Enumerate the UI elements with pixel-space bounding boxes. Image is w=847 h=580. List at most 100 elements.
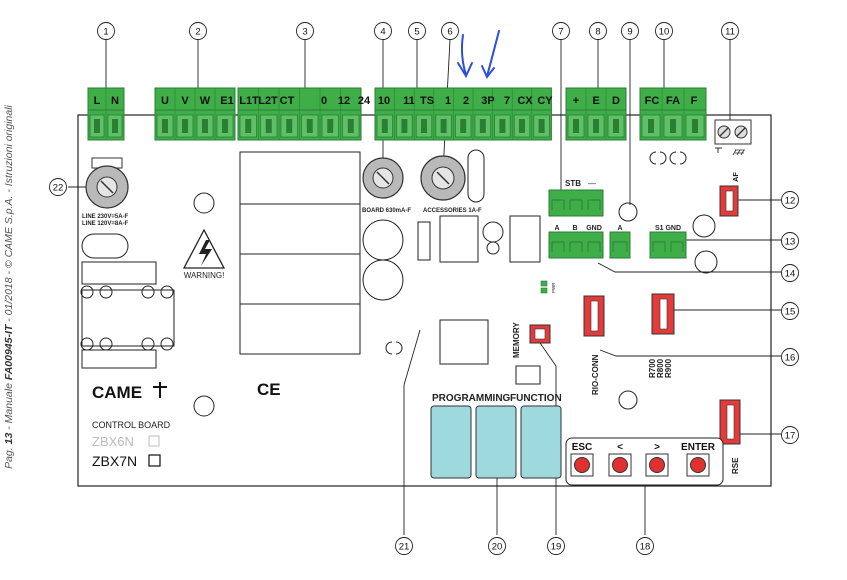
line-fuse-label-230: LINE 230V=5A-F [82,214,129,220]
callout-number: 22 [53,183,64,194]
callout-number: 8 [595,27,600,38]
connector-memory [529,324,551,344]
terminal-label: W [200,95,211,107]
af-label: AF [731,172,740,182]
callout-number: 7 [558,27,563,38]
side-caption: Pag. 13 - Manuale FA00945-IT - 01/2018 -… [0,0,18,580]
key-esc: ESC [570,442,594,477]
caption-manual: - Manuale [3,383,15,430]
model-zbx6n-checkbox [148,435,160,447]
callout-number: 10 [659,27,670,38]
callout-number: 19 [551,542,562,553]
callout-19: 19 [547,537,565,555]
key-left: < [608,442,632,477]
stb-label: STB [565,179,581,188]
r700-label: R700 [648,358,657,378]
terminal-label: CX [517,95,533,107]
callout-number: 20 [492,542,503,553]
terminal-label: 12 [338,95,350,107]
came-logo-icon [153,382,167,398]
callout-10: 10 [655,22,673,40]
terminal-label: CY [537,95,553,107]
rs485-label: GND [586,225,602,232]
terminal-label: + [573,95,579,107]
terminal-label: N [111,95,119,107]
key-left-label: < [617,442,623,453]
terminal-limit: FC FA F [639,87,707,141]
pen-arrows [457,30,500,79]
memory-label: MEMORY [512,322,521,358]
warning-label: WARNING! [184,271,225,280]
callout-14: 14 [781,264,799,282]
callout-6: 6 [441,22,459,40]
terminal-label: 11 [403,95,415,107]
callout-16: 16 [781,348,799,366]
callout-8: 8 [589,22,607,40]
callout-number: 11 [725,27,735,38]
callout-number: 1 [103,27,108,38]
terminal-label: FA [666,95,680,107]
rio-conn-label: RIO-CONN [591,354,600,395]
warning-triangle-icon [182,228,226,269]
connector-s1-a [609,231,631,259]
connector-radio [651,293,675,335]
rse-label: RSE [731,457,740,474]
accessories-fuse-label: ACCESSORIES 1A-F [423,208,482,214]
callout-number: 21 [399,542,410,553]
key-esc-label: ESC [572,442,593,453]
callout-number: 17 [785,431,796,442]
terminal-label: 3P [481,95,494,107]
fuse-accessories [420,155,466,201]
key-right-label: > [654,442,660,453]
callout-11: 11 [721,22,739,40]
terminal-label: 2 [463,95,469,107]
fuse-line [85,157,129,209]
connector-rse [719,399,741,445]
callout-21: 21 [395,537,413,555]
connector-af [719,185,739,217]
callout-3: 3 [296,22,314,40]
connector-s1 [649,231,687,259]
callout-number: 5 [414,27,419,38]
terminal-label: V [181,95,189,107]
callout-17: 17 [781,426,799,444]
callout-number: 3 [302,27,307,38]
pwr-label: PWR [551,282,556,293]
connector-rio [583,295,605,337]
keypad-frame [565,437,724,486]
terminal-label: D [612,95,620,107]
s1-a-label: A [617,225,622,232]
terminal-label: CT [280,95,295,107]
rs485-label: B [572,225,577,232]
stb-minus-label: — [588,179,596,188]
terminal-label: FC [645,95,660,107]
caption-code: FA00945-IT [3,324,15,381]
callout-number: 18 [640,542,651,553]
programming-buttons [430,405,562,479]
model-zbx7n: ZBX7N [92,453,137,469]
terminal-label: L1T [239,95,259,107]
terminal-label: 10 [378,95,390,107]
callout-2: 2 [189,22,207,40]
pwr-led [540,280,548,294]
callout-number: 6 [447,27,452,38]
callout-number: 4 [380,27,385,38]
came-logo-text: CAME [92,383,142,402]
terminal-label: F [691,95,698,107]
rs485-label: A [554,225,559,232]
callout-number: 14 [785,269,796,280]
callout-4: 4 [374,22,392,40]
terminal-label: 1 [445,95,451,107]
caption-page: Pag. [3,447,15,469]
callout-number: 15 [785,307,796,318]
key-enter: ENTER [681,442,716,477]
model-zbx6n: ZBX6N [92,434,134,449]
